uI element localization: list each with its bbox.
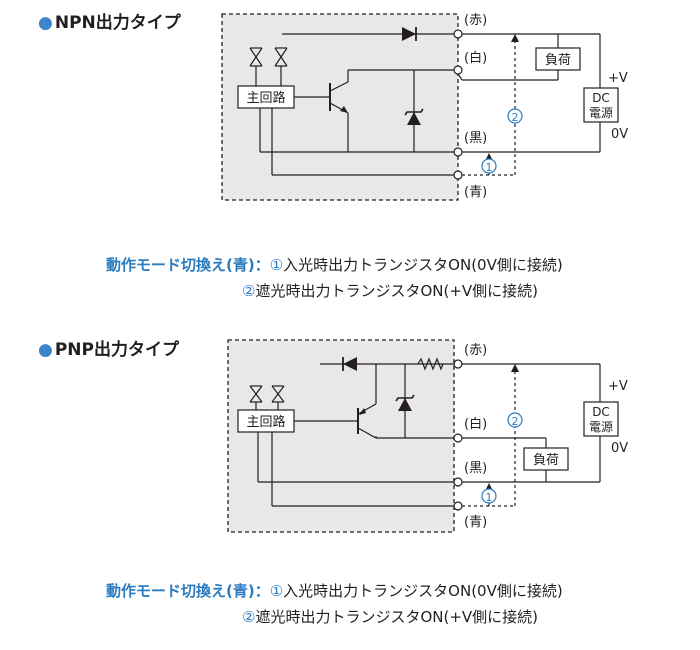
bullet-icon: ●	[38, 13, 53, 33]
mode-label: 動作モード切換え(青)：	[106, 256, 270, 274]
mode-item-1-text: 入光時出力トランジスタON(0V側に接続)	[283, 582, 563, 600]
terminal-white	[453, 433, 463, 443]
npn-title-text: NPN出力タイプ	[54, 13, 181, 33]
mode-item-1-num: ①	[269, 582, 284, 600]
zener-diode-icon	[407, 112, 421, 125]
mode-item-1-num: ①	[269, 256, 284, 274]
light-emitter-icon	[249, 385, 263, 410]
transistor-icon	[357, 364, 377, 439]
terminal-blue	[453, 501, 463, 511]
wire-label-blue: (青)	[464, 515, 487, 530]
terminal-blue	[453, 170, 463, 180]
pnp-dc-box	[583, 401, 619, 437]
pnp-marker-1: 1	[486, 491, 493, 504]
pnp-plus-v: +V	[608, 379, 628, 394]
wire-label-white: (白)	[464, 416, 487, 432]
sensor-panel	[228, 340, 454, 532]
light-receiver-icon	[271, 385, 285, 410]
pnp-dc-top: DC	[592, 405, 610, 419]
pnp-marker-2: 2	[512, 415, 519, 428]
pnp-zero-v: 0V	[611, 441, 628, 456]
terminal-black	[453, 147, 463, 157]
pnp-dc-bottom: 電源	[589, 420, 613, 434]
pnp-load-label: 負荷	[533, 453, 559, 468]
wire-label-white: (白)	[464, 50, 487, 66]
npn-circuit-diagram: 主回路 (赤) (白) (黒) (青) 負荷 DC 電源 +V 0V	[221, 13, 628, 201]
mode-item-2-num: ②	[242, 282, 256, 300]
mode-item-1-text: 入光時出力トランジスタON(0V側に接続)	[283, 256, 563, 274]
terminal-white	[453, 65, 463, 75]
mode-item-2-num: ②	[242, 608, 256, 626]
pnp-main-circuit-label: 主回路	[246, 414, 285, 430]
pnp-circuit-diagram: 主回路 (赤) (白) (黒) (青) DC 電源 +V 0V 負荷 2	[227, 339, 628, 533]
npn-marker-2: 2	[512, 111, 519, 124]
light-receiver-icon	[274, 47, 288, 86]
wire-label-black: (黒)	[464, 131, 487, 146]
npn-dc-bottom: 電源	[589, 106, 613, 120]
wire-label-red: (赤)	[464, 343, 487, 358]
wire-label-black: (黒)	[464, 461, 487, 476]
npn-mode-description: 動作モード切換え(青)：①入光時出力トランジスタON(0V側に接続) ②遮光時出…	[106, 252, 563, 304]
bullet-icon: ●	[38, 340, 53, 360]
pnp-title: ●PNP出力タイプ	[38, 335, 179, 360]
mode-item-2-text: 遮光時出力トランジスタON(+V側に接続)	[255, 282, 539, 300]
resistor-icon	[417, 357, 444, 371]
pnp-mode-description: 動作モード切換え(青)：①入光時出力トランジスタON(0V側に接続) ②遮光時出…	[106, 578, 563, 630]
diode-icon	[343, 357, 357, 371]
mode-label: 動作モード切換え(青)：	[106, 582, 270, 600]
pnp-title-text: PNP出力タイプ	[54, 340, 179, 360]
diode-icon	[402, 27, 416, 41]
npn-dc-box	[583, 87, 619, 123]
mode-item-2-text: 遮光時出力トランジスタON(+V側に接続)	[255, 608, 539, 626]
terminal-red	[453, 359, 463, 369]
npn-zero-v: 0V	[611, 127, 628, 142]
terminal-red	[453, 29, 463, 39]
light-emitter-icon	[249, 47, 263, 86]
npn-dc-top: DC	[592, 91, 610, 105]
npn-plus-v: +V	[608, 71, 628, 86]
terminal-black	[453, 477, 463, 487]
npn-main-circuit-label: 主回路	[246, 90, 285, 106]
npn-title: ●NPN出力タイプ	[38, 8, 181, 33]
wire-label-red: (赤)	[464, 13, 487, 28]
npn-load-label: 負荷	[545, 53, 571, 68]
zener-diode-icon	[398, 398, 412, 411]
wire-label-blue: (青)	[464, 185, 487, 200]
npn-marker-1: 1	[486, 161, 493, 174]
sensor-boundary	[221, 13, 459, 201]
